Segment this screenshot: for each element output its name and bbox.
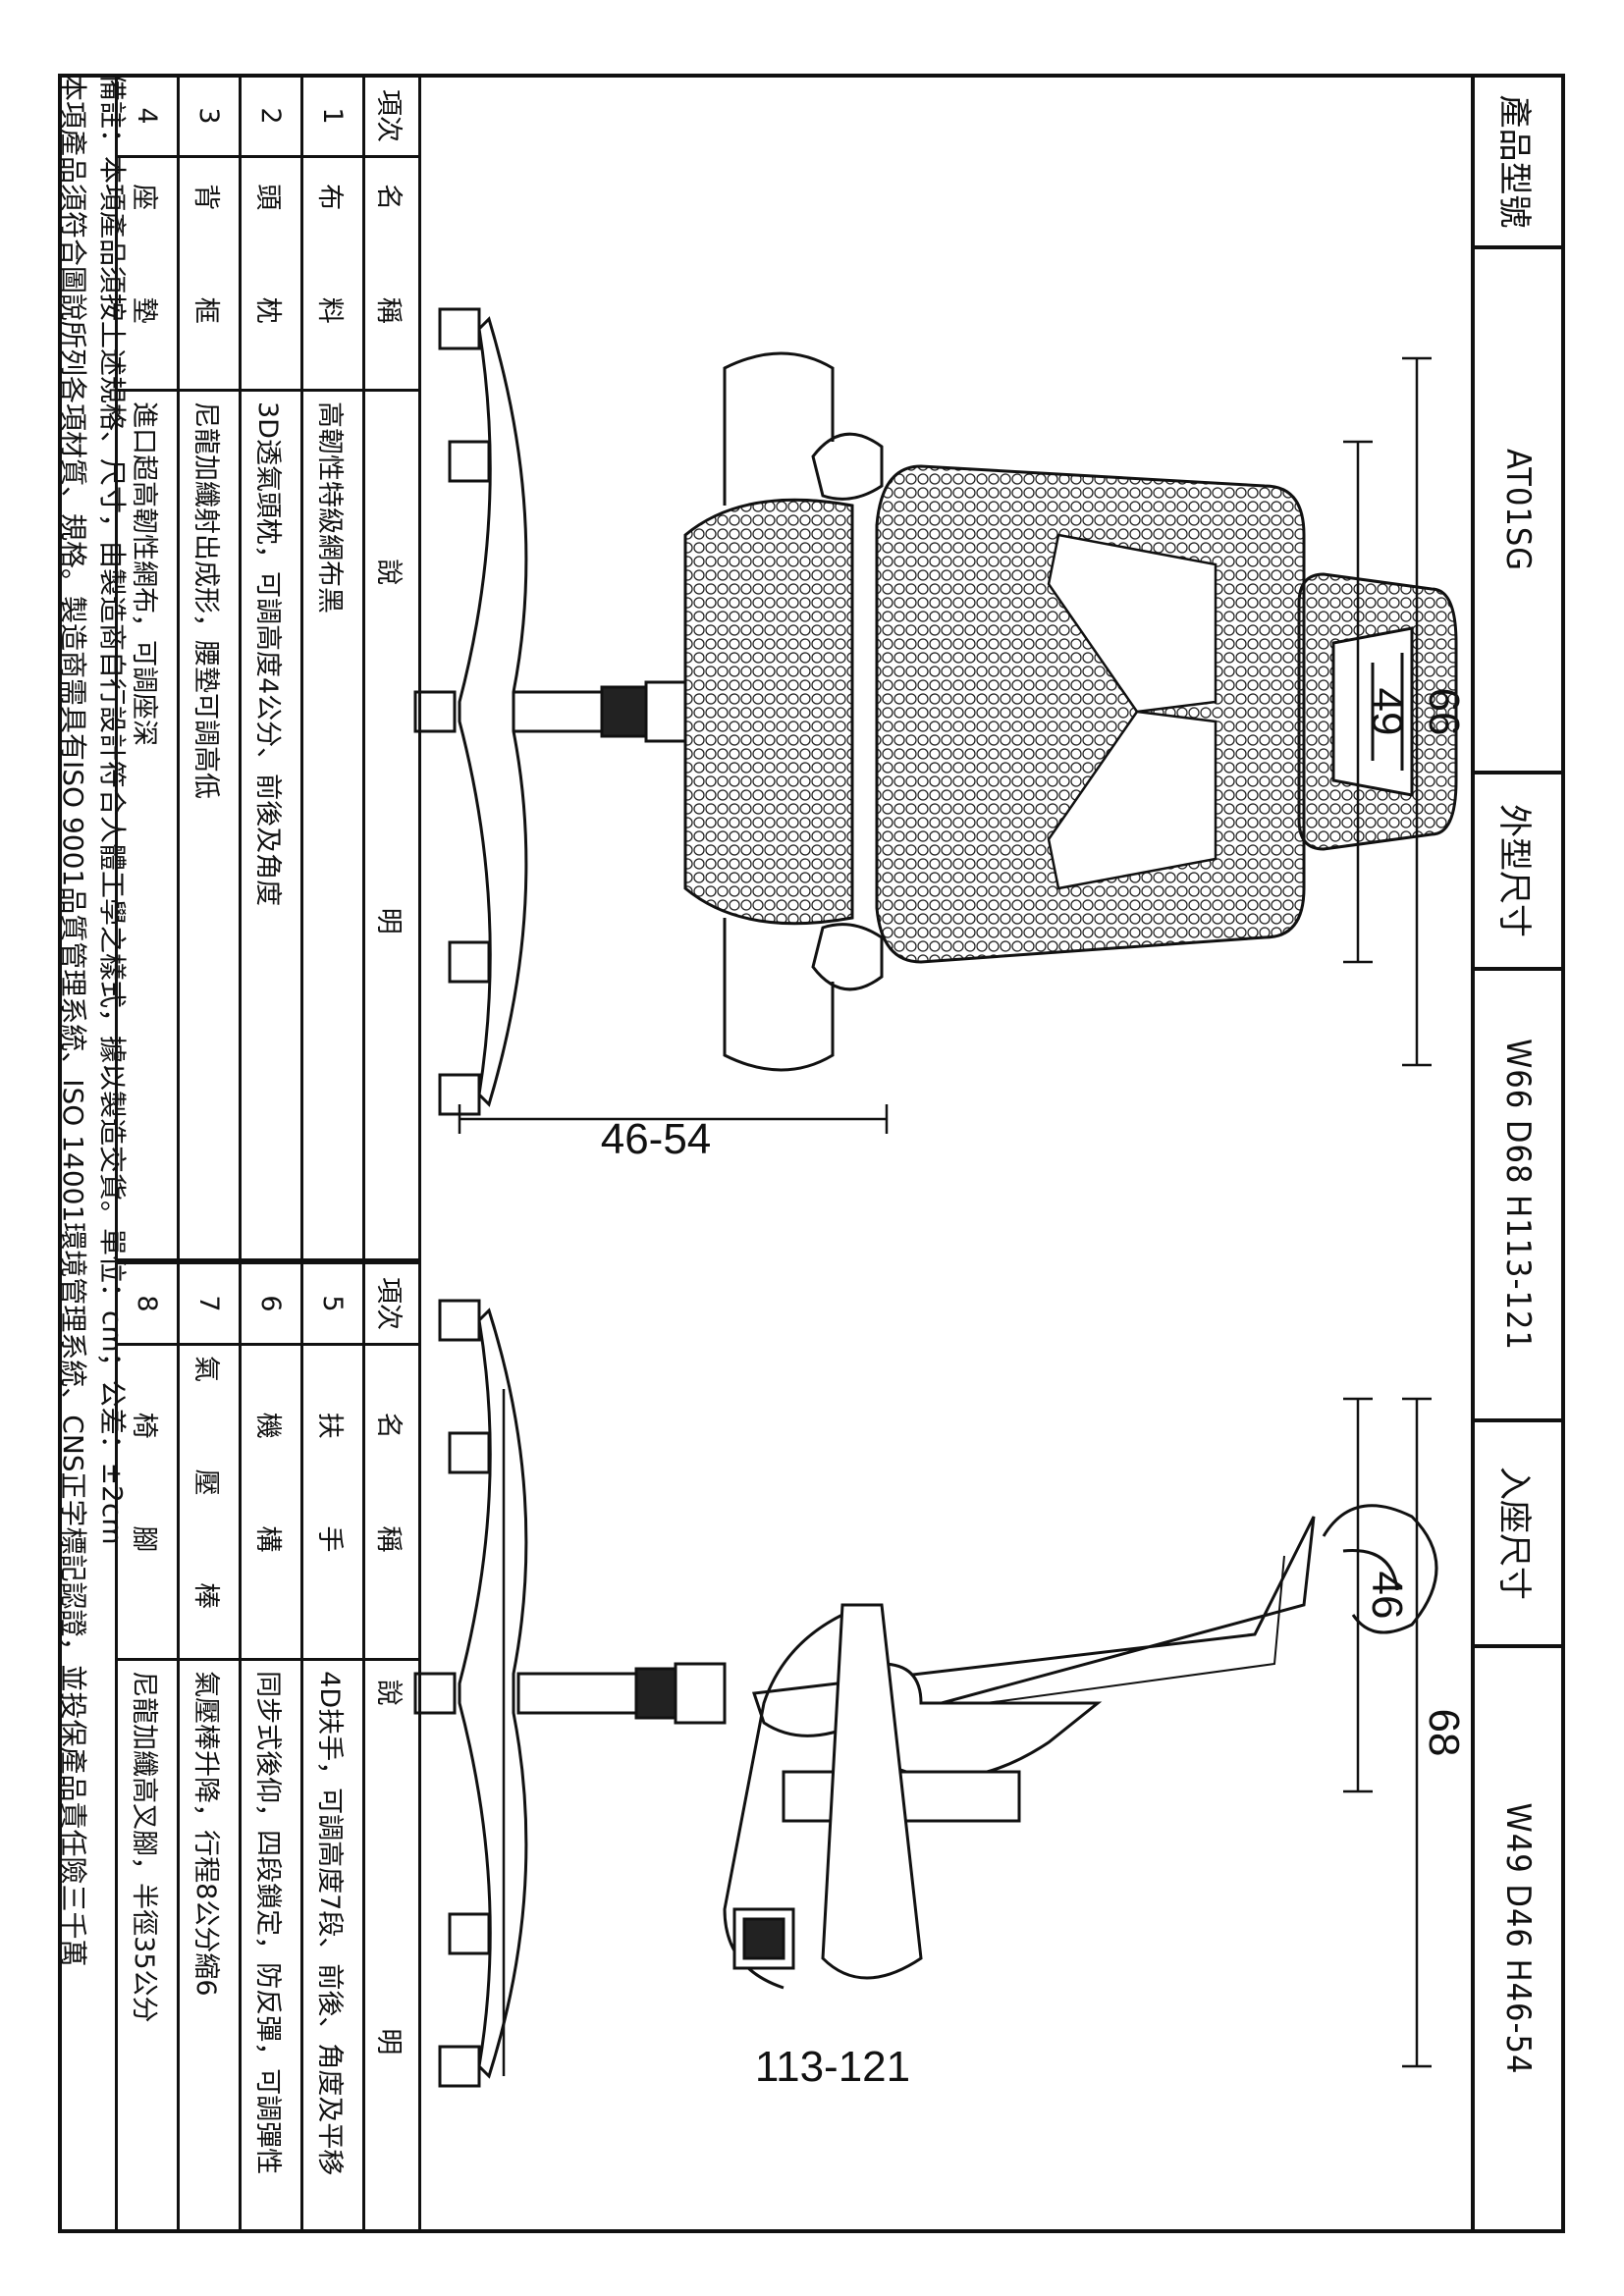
seat-size-value: W49 D46 H46-54	[1498, 1802, 1538, 2075]
table-row: 3 背 框 尼龍加纖射出成形，腰墊可調高低	[178, 75, 241, 1260]
notes: 備註：本項產品須按上述規格、尺寸，由製造商自行設計符合人體工學之樣式，據以製造交…	[53, 74, 132, 2233]
row-name: 扶 手	[301, 1344, 364, 1660]
header-no: 項次	[363, 75, 420, 157]
row-name: 布 料	[301, 156, 364, 391]
side-depth-outer: 68	[1420, 1709, 1468, 1757]
table-row: 6 機 構 同步式後仰，四段鎖定，防反彈，可調彈性	[240, 1262, 302, 2232]
row-desc: 高韌性特級網布黑	[301, 390, 364, 1260]
table-header-row: 項次 名 稱 說 明	[363, 1262, 420, 2232]
row-no: 5	[301, 1262, 364, 1345]
row-name: 頭 枕	[240, 156, 302, 391]
row-no: 1	[301, 75, 364, 157]
row-no: 6	[240, 1262, 302, 1345]
row-no: 2	[240, 75, 302, 157]
row-name: 背 框	[178, 156, 241, 391]
row-no: 3	[178, 75, 241, 157]
front-dimensions	[458, 356, 1432, 1134]
side-dimensions	[502, 1389, 1432, 2076]
table-row: 7 氣 壓 棒 氣壓棒升降，行程8公分縮6	[178, 1262, 241, 2232]
front-view-drawing	[413, 307, 1458, 1116]
row-desc: 氣壓棒升降，行程8公分縮6	[178, 1659, 241, 2232]
header-strip: 產品型號 AT01SG 外型尺寸 W66 D68 H113-121 入座尺寸 W…	[1471, 74, 1565, 2233]
outer-size-label: 外型尺寸	[1475, 774, 1561, 971]
front-width-inner: 49	[1363, 688, 1411, 736]
side-casters	[413, 1299, 491, 2088]
side-total-height: 113-121	[755, 2043, 910, 2091]
table-row: 5 扶 手 4D扶手，可調高度7段、前後、角度及平移	[301, 1262, 364, 2232]
header-name: 名 稱	[363, 1344, 420, 1660]
front-seat-height: 46-54	[601, 1115, 712, 1163]
row-desc: 3D透氣頭枕，可調高度4公分、前後及角度	[240, 390, 302, 1260]
row-desc: 同步式後仰，四段鎖定，防反彈，可調彈性	[240, 1659, 302, 2232]
note-line-1: 備註：本項產品須按上述規格、尺寸，由製造商自行設計符合人體工學之樣式，據以製造交…	[96, 74, 129, 1545]
spec-table-left: 項次 名 稱 說 明 1 布 料 高韌性特級網布黑 2 頭 枕 3D透氣頭枕，可…	[115, 74, 421, 1261]
outer-size-value: W66 D68 H113-121	[1475, 971, 1561, 1422]
header-desc: 說 明	[363, 1659, 420, 2232]
row-name: 氣 壓 棒	[178, 1344, 241, 1660]
chair-drawings: 66 49 46-54	[413, 307, 1468, 2091]
spec-table-right: 項次 名 稱 說 明 5 扶 手 4D扶手，可調高度7段、前後、角度及平移 6 …	[115, 1261, 421, 2233]
table-row: 2 頭 枕 3D透氣頭枕，可調高度4公分、前後及角度	[240, 75, 302, 1260]
side-view-drawing	[413, 1299, 1438, 2088]
row-desc: 4D扶手，可調高度7段、前後、角度及平移	[301, 1659, 364, 2232]
side-depth-inner: 46	[1363, 1572, 1411, 1620]
header-name: 名 稱	[363, 156, 420, 391]
front-width-outer: 66	[1420, 688, 1468, 736]
row-no: 7	[178, 1262, 241, 1345]
header-no: 項次	[363, 1262, 420, 1345]
row-name: 機 構	[240, 1344, 302, 1660]
seat-size-label: 入座尺寸	[1475, 1422, 1561, 1648]
table-header-row: 項次 名 稱 說 明	[363, 75, 420, 1260]
row-desc: 尼龍加纖射出成形，腰墊可調高低	[178, 390, 241, 1260]
front-casters	[413, 307, 491, 1116]
note-line-2: 本項產品須符合圖說所列各項材質、規格。製造商需具有ISO 9001品質管理系統、…	[57, 74, 89, 1967]
table-row: 1 布 料 高韌性特級網布黑	[301, 75, 364, 1260]
model-label: 產品型號	[1475, 78, 1561, 249]
header-desc: 說 明	[363, 390, 420, 1260]
model-value: AT01SG	[1475, 249, 1561, 774]
